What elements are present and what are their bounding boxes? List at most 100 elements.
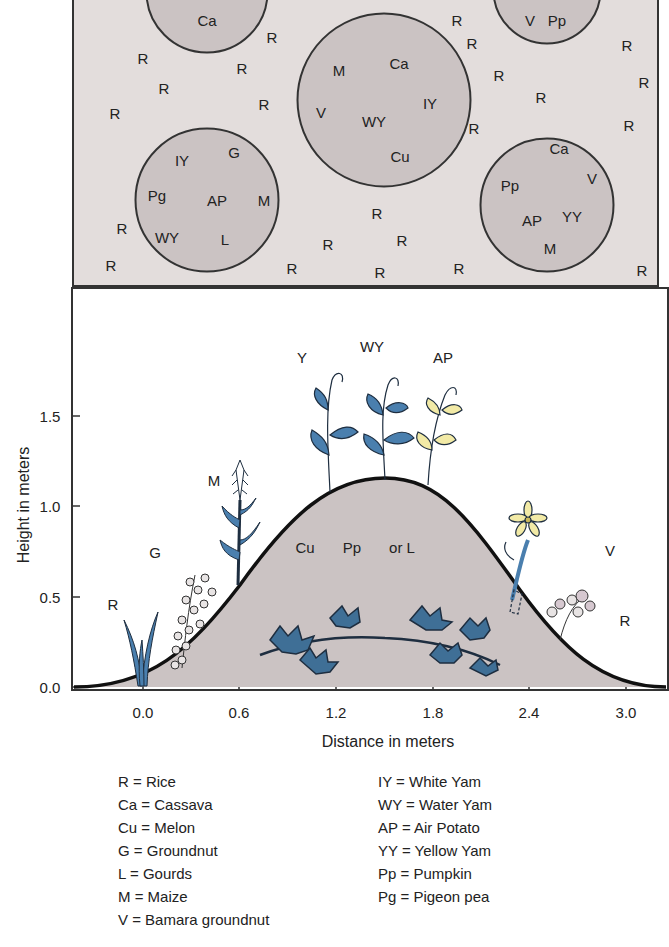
- rice-code: R: [536, 90, 547, 105]
- crop-code: Cu: [390, 149, 409, 164]
- mound-outline: [296, 12, 472, 188]
- tick-label: 2.4: [519, 705, 540, 720]
- legend-entry: L = Gourds: [118, 866, 192, 881]
- axis-title: Height in meters: [16, 447, 32, 564]
- plant-label: Y: [297, 350, 307, 365]
- rice-code: R: [622, 38, 633, 53]
- rice-code: R: [259, 97, 270, 112]
- air-potato-vine: [417, 388, 462, 486]
- mound: [74, 478, 666, 687]
- tick-label: 1.0: [40, 499, 61, 514]
- tick-label: 0.0: [40, 680, 61, 695]
- crop-code: M: [333, 63, 346, 78]
- rice-code: R: [237, 61, 248, 76]
- plant-label: AP: [433, 350, 453, 365]
- rice-code: R: [397, 233, 408, 248]
- legend-entry: Cu = Melon: [118, 820, 195, 835]
- rice-code: R: [117, 221, 128, 236]
- crop-code: Pp: [548, 13, 566, 28]
- crop-code: AP: [207, 193, 227, 208]
- crop-code: IY: [423, 96, 437, 111]
- rice-code: R: [159, 81, 170, 96]
- rice-code: R: [494, 68, 505, 83]
- yam-vines: [311, 373, 414, 492]
- crop-code: Pp: [501, 178, 519, 193]
- legend-entry: Pg = Pigeon pea: [378, 889, 489, 904]
- rice-code: R: [637, 263, 648, 278]
- axis-title: Distance in meters: [322, 734, 455, 750]
- tick-label: 1.8: [423, 705, 444, 720]
- mound-circle: V Pp: [492, 0, 602, 45]
- crop-code: V: [525, 13, 535, 28]
- rice-code: R: [323, 237, 334, 252]
- tick-label: 0.5: [40, 590, 61, 605]
- rice-code: R: [469, 121, 480, 136]
- crop-code: M: [258, 193, 271, 208]
- plant-label: V: [605, 543, 615, 558]
- crop-code: Pg: [148, 188, 166, 203]
- maize-plant: [220, 460, 260, 585]
- mound-circle: Ca: [145, 0, 269, 54]
- crop-code: M: [544, 241, 557, 256]
- legend-entry: WY = Water Yam: [378, 797, 492, 812]
- air-potato-flower: [505, 501, 547, 614]
- plant-label: G: [149, 545, 161, 560]
- crop-code: WY: [155, 230, 179, 245]
- plant-label: R: [108, 597, 119, 612]
- crop-code: Ca: [549, 141, 568, 156]
- legend-entry: Pp = Pumpkin: [378, 866, 472, 881]
- legend-entry: YY = Yellow Yam: [378, 843, 491, 858]
- tick-label: 1.5: [40, 409, 61, 424]
- rice-plant: [124, 612, 158, 686]
- groundnut-plant: [171, 574, 216, 669]
- legend-entry: R = Rice: [118, 774, 176, 789]
- rice-code: R: [372, 206, 383, 221]
- mound-outline: [492, 0, 602, 45]
- mound-circle: M CaV WY IY Cu: [296, 12, 472, 188]
- mound-circle: IY G Pg AP M WY L: [134, 127, 280, 273]
- rice-code: R: [106, 258, 117, 273]
- plant-label: WY: [360, 339, 384, 354]
- rice-code: R: [454, 261, 465, 276]
- plant-label: M: [208, 473, 221, 488]
- tick-label: 0.6: [229, 705, 250, 720]
- tick-label: 1.2: [326, 705, 347, 720]
- legend-entry: M = Maize: [118, 889, 188, 904]
- plant-label: Pp: [343, 540, 361, 555]
- crop-code: G: [228, 145, 240, 160]
- plant-label: or L: [389, 540, 415, 555]
- crop-code: V: [316, 105, 326, 120]
- rice-code: R: [467, 36, 478, 51]
- rice-code: R: [452, 13, 463, 28]
- rice-code: R: [375, 265, 386, 280]
- crop-code: V: [587, 171, 597, 186]
- rice-code: R: [639, 75, 650, 90]
- plan-view-panel: CaVPpMCaVWYIYCuIYGPgAPMWYLCaPpVAPYYMRRRR…: [72, 0, 659, 287]
- rice-code: R: [138, 51, 149, 66]
- crop-code: YY: [562, 209, 582, 224]
- crop-code: L: [221, 232, 229, 247]
- bambara-groundnut-plant: [547, 590, 595, 640]
- tick-label: 0.0: [133, 705, 154, 720]
- melon-vines: [260, 606, 500, 676]
- rice-code: R: [624, 118, 635, 133]
- legend-entry: AP = Air Potato: [378, 820, 480, 835]
- legend-entry: Ca = Cassava: [118, 797, 213, 812]
- tick-label: 3.0: [616, 705, 637, 720]
- crop-code: AP: [522, 213, 542, 228]
- mound-circle: CaPp V AP YY M: [479, 137, 615, 273]
- crop-code: IY: [175, 153, 189, 168]
- rice-code: R: [287, 261, 298, 276]
- crop-code: Ca: [389, 56, 408, 71]
- legend-entry: V = Bamara groundnut: [118, 912, 269, 927]
- legend-entry: IY = White Yam: [378, 774, 481, 789]
- legend-entry: G = Groundnut: [118, 843, 218, 858]
- rice-code: R: [110, 106, 121, 121]
- mound-outline: [74, 478, 666, 687]
- chart-frame: [72, 288, 668, 690]
- rice-code: R: [267, 30, 278, 45]
- crop-code: WY: [362, 114, 386, 129]
- plant-label: R: [620, 613, 631, 628]
- crop-code: Ca: [197, 13, 216, 28]
- plant-label: Cu: [295, 540, 314, 555]
